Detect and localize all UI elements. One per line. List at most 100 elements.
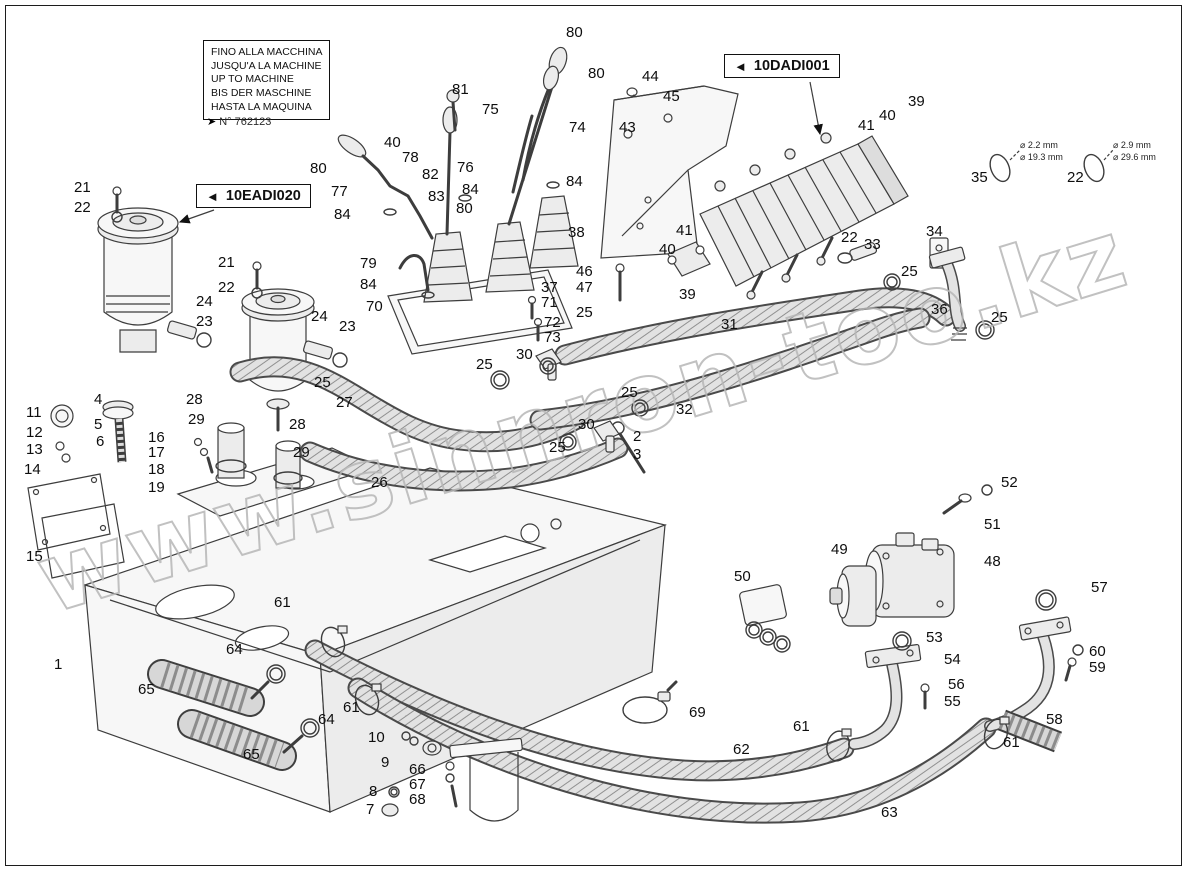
part-label-81: 81 [452, 81, 469, 98]
valve-bank [699, 132, 909, 300]
part-label-77: 77 [331, 183, 348, 200]
hose-32 [529, 307, 931, 431]
callout-10DADI001[interactable]: ◄ 10DADI001 [724, 54, 840, 78]
part-label-39: 39 [679, 286, 696, 303]
part-label-25: 25 [901, 263, 918, 280]
part-label-32: 32 [676, 401, 693, 418]
part-label-15: 15 [26, 548, 43, 565]
part-label-56: 56 [948, 676, 965, 693]
cap-bolt [251, 261, 263, 299]
part-label-26: 26 [371, 474, 388, 491]
part-label-8: 8 [369, 783, 378, 800]
part-label-54: 54 [944, 651, 961, 668]
part-label-38: 38 [568, 224, 585, 241]
part-label-74: 74 [569, 119, 586, 136]
callout-10EADI020[interactable]: ◄ 10EADI020 [196, 184, 311, 208]
part-label-28: 28 [186, 391, 203, 408]
part-label-84: 84 [566, 173, 583, 190]
part-label-16: 16 [148, 429, 165, 446]
part-label-75: 75 [482, 101, 499, 118]
part-label-5: 5 [94, 416, 103, 433]
part-label-6: 6 [96, 433, 105, 450]
part-label-80: 80 [456, 200, 473, 217]
part-label-84: 84 [462, 181, 479, 198]
note-line: HASTA LA MAQUINA [211, 100, 312, 113]
measurement-annotation: ⌀ 2.2 mm ⌀ 19.3 mm [1020, 139, 1063, 163]
o-ring [559, 433, 577, 451]
part-label-40: 40 [384, 134, 401, 151]
machine-note-box: FINO ALLA MACCHINA JUSQU'A LA MACHINE UP… [203, 40, 331, 121]
rubber-boot [529, 195, 579, 269]
note-line: BIS DER MASCHINE [211, 86, 312, 99]
part-label-48: 48 [984, 553, 1001, 570]
part-label-22: 22 [74, 199, 91, 216]
part-label-1: 1 [54, 656, 63, 673]
part-label-25: 25 [576, 304, 593, 321]
measurement-line: ⌀ 19.3 mm [1020, 152, 1063, 163]
part-label-41: 41 [858, 117, 875, 134]
hose-clamp [354, 683, 382, 716]
part-label-29: 29 [188, 411, 205, 428]
return-filter-1 [97, 207, 179, 353]
part-label-39: 39 [908, 93, 925, 110]
hose-27 [229, 356, 586, 453]
part-label-27: 27 [336, 394, 353, 411]
part-label-58: 58 [1046, 711, 1063, 728]
hose-62 [304, 639, 855, 782]
breather-cap [102, 400, 134, 463]
part-label-47: 47 [576, 279, 593, 296]
callout-arrow-1 [178, 209, 215, 224]
hose-31 [554, 287, 957, 366]
hose-fitting [302, 340, 348, 368]
hose-clamp [983, 716, 1010, 750]
part-label-36: 36 [931, 301, 948, 318]
note-line: FINO ALLA MACCHINA [211, 46, 323, 58]
part-label-83: 83 [428, 188, 445, 205]
part-label-37: 37 [541, 279, 558, 296]
part-label-69: 69 [689, 704, 706, 721]
riser-clamp [215, 459, 247, 473]
part-label-17: 17 [148, 444, 165, 461]
part-label-63: 63 [881, 804, 898, 821]
part-label-25: 25 [549, 439, 566, 456]
note-line: JUSQU'A LA MACHINE [211, 59, 322, 72]
part-label-30: 30 [578, 416, 595, 433]
base-bolts [527, 295, 543, 342]
part-label-13: 13 [26, 441, 43, 458]
o-ring [539, 357, 557, 375]
measured-o-ring [989, 149, 1021, 183]
bracket-bolt [615, 263, 625, 302]
part-label-18: 18 [148, 461, 165, 478]
o-ring [490, 370, 510, 390]
plate-studs [193, 437, 214, 474]
part-label-80: 80 [310, 160, 327, 177]
part-label-73: 73 [544, 329, 561, 346]
part-label-65: 65 [243, 746, 260, 763]
part-label-80: 80 [588, 65, 605, 82]
serial-number: ➤N° 762123 [207, 115, 271, 128]
part-label-67: 67 [409, 776, 426, 793]
part-label-25: 25 [314, 374, 331, 391]
part-label-84: 84 [334, 206, 351, 223]
suction-strainer-2 [177, 709, 320, 771]
part-label-40: 40 [879, 107, 896, 124]
pointer-left-icon: ◄ [734, 58, 747, 74]
part-label-68: 68 [409, 791, 426, 808]
part-label-79: 79 [360, 255, 377, 272]
seal-kit [739, 584, 791, 653]
part-label-53: 53 [926, 629, 943, 646]
callout-label: 10DADI001 [753, 58, 830, 74]
part-label-19: 19 [148, 479, 165, 496]
hose-clamp [320, 625, 348, 658]
part-label-45: 45 [663, 88, 680, 105]
part-label-61: 61 [343, 699, 360, 716]
part-label-52: 52 [1001, 474, 1018, 491]
part-label-43: 43 [619, 119, 636, 136]
part-label-4: 4 [94, 391, 103, 408]
part-label-61: 61 [274, 594, 291, 611]
part-label-23: 23 [196, 313, 213, 330]
suction-strainer-1 [147, 659, 286, 717]
part-label-61: 61 [793, 718, 810, 735]
part-label-2: 2 [633, 428, 642, 445]
